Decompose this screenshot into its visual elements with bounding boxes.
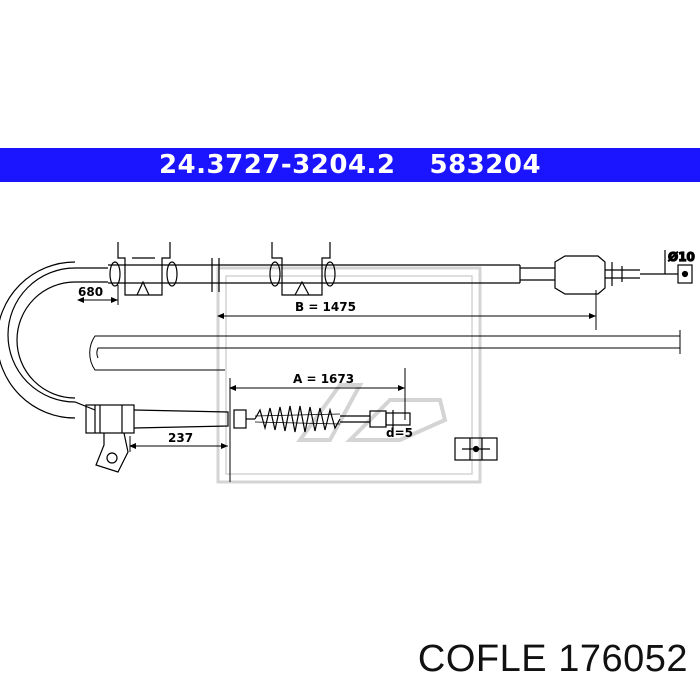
right-end-fitting: Ø10 — [554, 249, 696, 295]
brand-name: COFLE — [417, 638, 548, 680]
upper-cable — [108, 264, 555, 284]
part-number-banner: 24.3727-3204.2 583204 — [0, 148, 700, 182]
cable-sheath — [0, 261, 108, 419]
reference-loop — [89, 330, 681, 371]
left-end-fitting — [85, 404, 229, 473]
part-number: 24.3727-3204.2 — [158, 150, 396, 180]
dim-680-label: 680 — [78, 285, 103, 299]
dim-237-label: 237 — [168, 431, 193, 445]
bracket-right — [211, 242, 336, 296]
bracket-left — [109, 242, 178, 296]
brand-code: 176052 — [558, 638, 688, 680]
dim-b: B = 1475 — [217, 290, 597, 330]
watermark-logo — [216, 266, 482, 484]
dim-680: 680 — [77, 285, 119, 305]
diameter-label: Ø10 — [668, 250, 695, 264]
bellows-spring: d=5 — [233, 405, 413, 440]
cross-section-detail — [454, 437, 498, 461]
brand-footer: COFLE 176052 — [418, 638, 688, 681]
dim-d5-label: d=5 — [386, 426, 413, 440]
alt-part-number: 583204 — [429, 150, 542, 180]
dim-a-label: A = 1673 — [293, 372, 354, 386]
dim-a: A = 1673 — [229, 368, 406, 482]
dim-b-label: B = 1475 — [295, 300, 356, 314]
dim-237: 237 — [129, 431, 228, 452]
